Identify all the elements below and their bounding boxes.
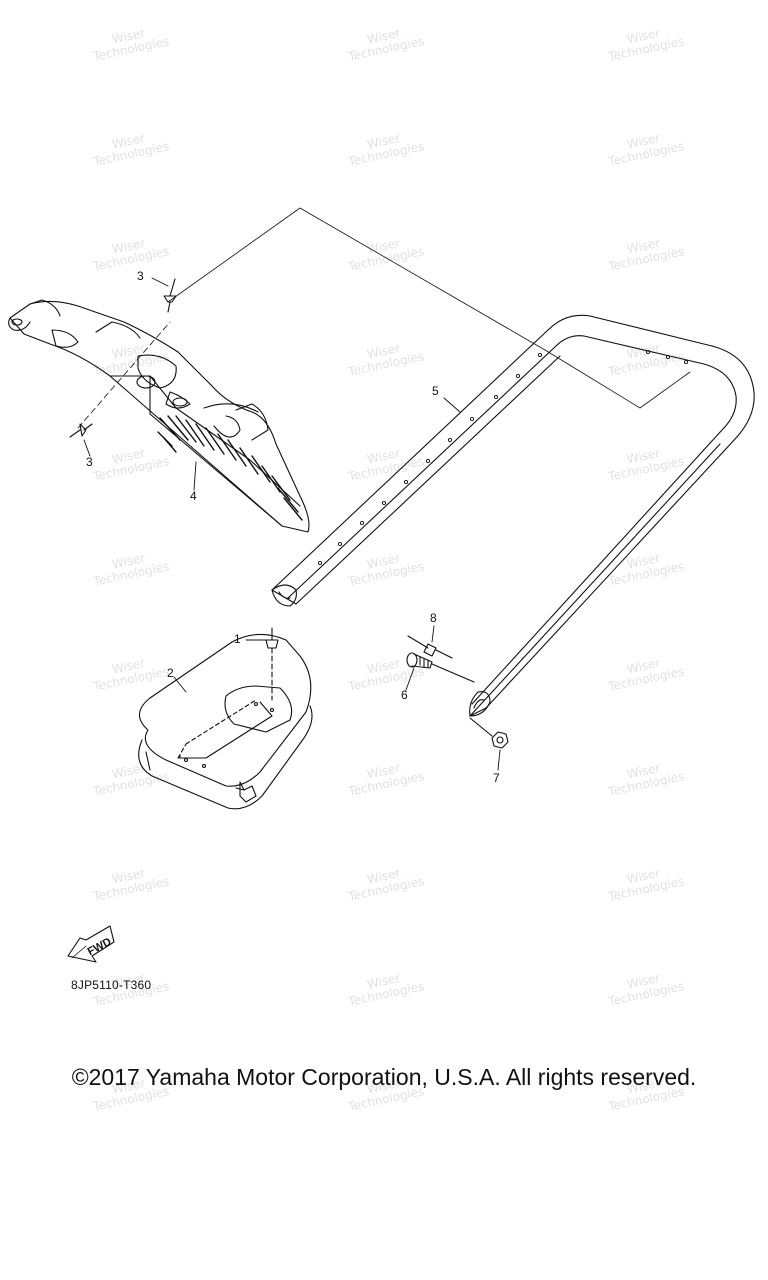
step-part-4 bbox=[8, 299, 310, 533]
callout-3-bottom: 3 bbox=[86, 455, 93, 469]
callout-2: 2 bbox=[167, 666, 174, 680]
callout-1: 1 bbox=[234, 632, 241, 646]
snap-part-1 bbox=[265, 627, 279, 701]
callout-5: 5 bbox=[432, 384, 439, 398]
rail-part-5 bbox=[271, 314, 755, 717]
copyright-notice: ©2017 Yamaha Motor Corporation, U.S.A. A… bbox=[71, 1064, 697, 1090]
cushion-part-2 bbox=[138, 633, 313, 810]
rivet-part-3-bottom bbox=[69, 423, 93, 438]
callout-3-top: 3 bbox=[137, 269, 144, 283]
callout-8: 8 bbox=[430, 611, 437, 625]
callout-leaders bbox=[83, 277, 501, 771]
callout-4: 4 bbox=[190, 489, 197, 503]
nut-part-7 bbox=[469, 717, 509, 749]
reference-lines bbox=[77, 207, 691, 429]
rivet-part-3-top bbox=[163, 278, 177, 313]
callout-6: 6 bbox=[401, 688, 408, 702]
fwd-arrow-icon bbox=[67, 925, 115, 963]
pin-part-8 bbox=[407, 635, 453, 659]
diagram-code: 8JP5110-T360 bbox=[71, 978, 152, 992]
bolt-part-6 bbox=[406, 652, 475, 683]
callout-7: 7 bbox=[493, 771, 500, 785]
